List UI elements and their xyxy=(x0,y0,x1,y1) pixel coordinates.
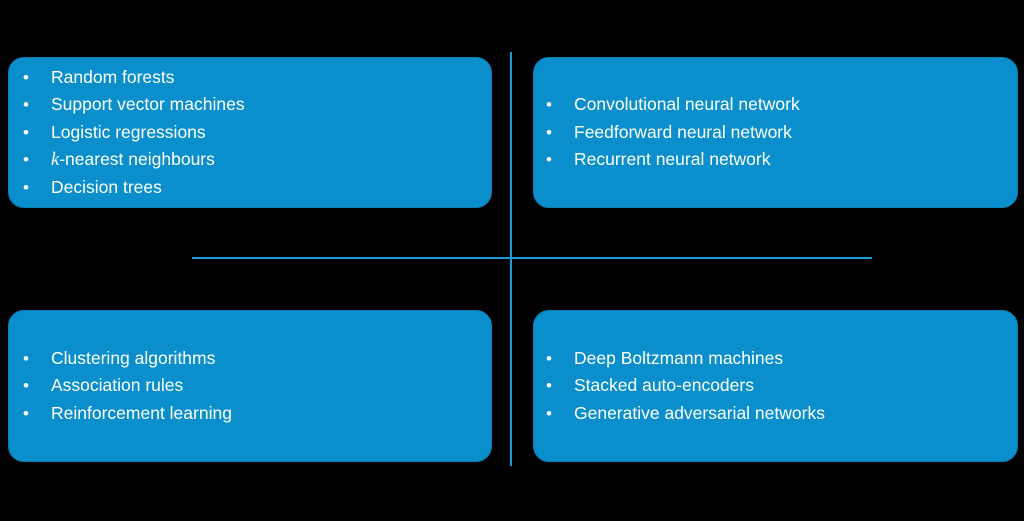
list-item-label: Decision trees xyxy=(51,176,162,197)
bullet-dot-icon xyxy=(23,346,51,373)
list-item-label: Support vector machines xyxy=(51,94,245,115)
list-item: Random forests xyxy=(23,64,491,92)
list-item: Generative adversarial networks xyxy=(546,400,1017,428)
bullet-list-bottom-left: Clustering algorithmsAssociation rulesRe… xyxy=(9,345,491,428)
quadrant-box-bottom-right[interactable]: Deep Boltzmann machinesStacked auto-enco… xyxy=(533,310,1018,462)
list-item-label: k-nearest neighbours xyxy=(51,149,215,171)
bullet-dot-icon xyxy=(23,401,51,428)
quadrant-box-top-left[interactable]: Random forestsSupport vector machinesLog… xyxy=(8,57,492,208)
list-item-label: Recurrent neural network xyxy=(574,149,771,170)
bullet-dot-icon xyxy=(546,373,574,400)
list-item: Deep Boltzmann machines xyxy=(546,345,1017,373)
list-item-label: Random forests xyxy=(51,66,175,87)
list-item: Feedforward neural network xyxy=(546,119,1017,147)
list-item: Decision trees xyxy=(23,174,491,202)
math-variable: k xyxy=(51,150,60,171)
list-item: Recurrent neural network xyxy=(546,146,1017,174)
horizontal-divider-line xyxy=(192,257,872,259)
list-item: Clustering algorithms xyxy=(23,345,491,373)
bullet-dot-icon xyxy=(23,65,51,92)
list-item-label: Deep Boltzmann machines xyxy=(574,347,784,368)
list-item-label: Generative adversarial networks xyxy=(574,402,825,423)
bullet-dot-icon xyxy=(546,92,574,119)
bullet-dot-icon xyxy=(546,147,574,174)
bullet-dot-icon xyxy=(546,346,574,373)
list-item: k-nearest neighbours xyxy=(23,146,491,174)
bullet-list-bottom-right: Deep Boltzmann machinesStacked auto-enco… xyxy=(534,345,1017,428)
quadrant-box-bottom-left[interactable]: Clustering algorithmsAssociation rulesRe… xyxy=(8,310,492,462)
list-item-label: Stacked auto-encoders xyxy=(574,375,754,396)
bullet-dot-icon xyxy=(23,120,51,147)
bullet-dot-icon xyxy=(546,120,574,147)
list-item: Association rules xyxy=(23,372,491,400)
list-item-label: Feedforward neural network xyxy=(574,121,792,142)
quadrant-box-top-right[interactable]: Convolutional neural networkFeedforward … xyxy=(533,57,1018,208)
bullet-dot-icon xyxy=(23,147,51,174)
bullet-dot-icon xyxy=(23,373,51,400)
bullet-list-top-right: Convolutional neural networkFeedforward … xyxy=(534,91,1017,174)
bullet-dot-icon xyxy=(546,401,574,428)
bullet-dot-icon xyxy=(23,175,51,202)
list-item: Convolutional neural network xyxy=(546,91,1017,119)
bullet-list-top-left: Random forestsSupport vector machinesLog… xyxy=(9,64,491,202)
list-item-label: Convolutional neural network xyxy=(574,94,800,115)
list-item: Support vector machines xyxy=(23,91,491,119)
bullet-dot-icon xyxy=(23,92,51,119)
list-item: Reinforcement learning xyxy=(23,400,491,428)
vertical-divider-line xyxy=(510,52,512,466)
list-item: Stacked auto-encoders xyxy=(546,372,1017,400)
list-item-label: Association rules xyxy=(51,375,184,396)
list-item-label: Logistic regressions xyxy=(51,121,206,142)
list-item-label: Reinforcement learning xyxy=(51,402,232,423)
list-item-label: Clustering algorithms xyxy=(51,347,216,368)
list-item: Logistic regressions xyxy=(23,119,491,147)
